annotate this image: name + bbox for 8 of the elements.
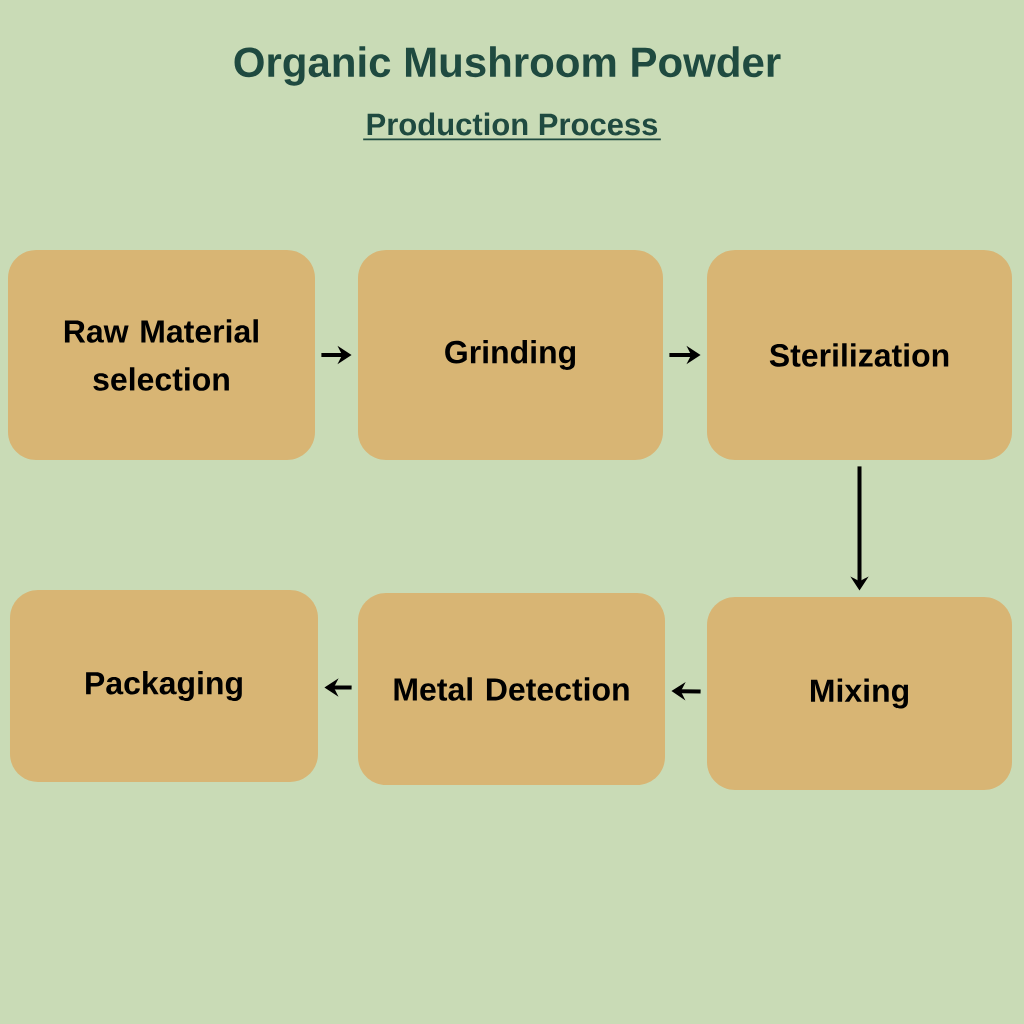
subtitle: Production Process (362, 112, 662, 141)
process-box: Metal Detection (358, 593, 665, 785)
process-box: Raw Material selection (8, 250, 315, 460)
process-box: Packaging (10, 590, 318, 782)
process-box: Grinding (358, 250, 663, 460)
title: Organic Mushroom Powder (234, 46, 781, 86)
process-box: Sterilization (707, 250, 1012, 460)
process-box: Mixing (707, 597, 1012, 790)
